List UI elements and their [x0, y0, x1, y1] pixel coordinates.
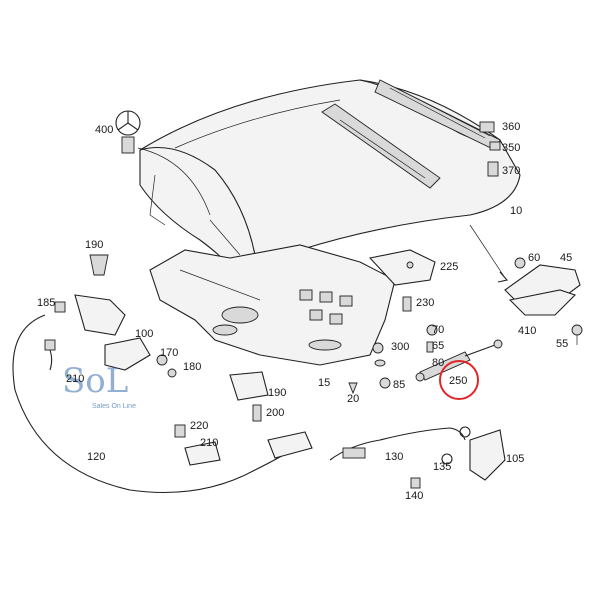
washer-parts — [479, 121, 501, 177]
label-400: 400 — [95, 124, 113, 136]
logo-brand: SoL — [62, 361, 128, 401]
label-80: 80 — [432, 357, 444, 369]
label-230: 230 — [416, 297, 434, 309]
label-70: 70 — [432, 324, 444, 336]
release-handle — [410, 429, 506, 489]
label-200: 200 — [266, 407, 284, 419]
label-85: 85 — [393, 379, 405, 391]
label-250: 250 — [449, 375, 467, 387]
bracket-225 — [368, 249, 436, 286]
hood-star-emblem — [115, 110, 211, 216]
sol-logo: SoL Sales On Line — [62, 361, 136, 410]
hood — [139, 79, 521, 286]
label-370: 370 — [502, 165, 520, 177]
label-100: 100 — [135, 328, 153, 340]
label-360: 360 — [502, 121, 520, 133]
label-190a: 190 — [85, 239, 103, 251]
label-65: 65 — [432, 340, 444, 352]
label-135: 135 — [433, 461, 451, 473]
label-10: 10 — [510, 205, 522, 217]
label-350: 350 — [502, 142, 520, 154]
label-185: 185 — [37, 297, 55, 309]
part-labels: 400 360 350 370 10 190 60 45 225 185 230… — [37, 121, 572, 502]
highlight-ring — [439, 360, 479, 400]
label-190b: 190 — [268, 387, 286, 399]
hood-insulation-panel — [149, 244, 396, 366]
left-brackets — [54, 254, 177, 378]
label-180: 180 — [183, 361, 201, 373]
label-210a: 210 — [66, 373, 84, 385]
label-55: 55 — [556, 338, 568, 350]
label-15: 15 — [318, 377, 330, 389]
hood-latch — [174, 371, 269, 466]
label-225: 225 — [440, 261, 458, 273]
label-410: 410 — [518, 325, 536, 337]
logo-tagline: Sales On Line — [92, 403, 136, 410]
label-130: 130 — [385, 451, 403, 463]
label-105: 105 — [506, 453, 524, 465]
gas-strut-250 — [415, 339, 503, 400]
label-60: 60 — [528, 252, 540, 264]
label-140: 140 — [405, 490, 423, 502]
release-cable — [12, 314, 471, 494]
label-210b: 210 — [200, 437, 218, 449]
label-300: 300 — [391, 341, 409, 353]
label-120: 120 — [87, 451, 105, 463]
label-220: 220 — [190, 420, 208, 432]
center-fasteners — [348, 296, 438, 395]
label-20: 20 — [347, 393, 359, 405]
hood-hinge — [469, 224, 583, 345]
label-45: 45 — [560, 252, 572, 264]
label-170: 170 — [160, 347, 178, 359]
